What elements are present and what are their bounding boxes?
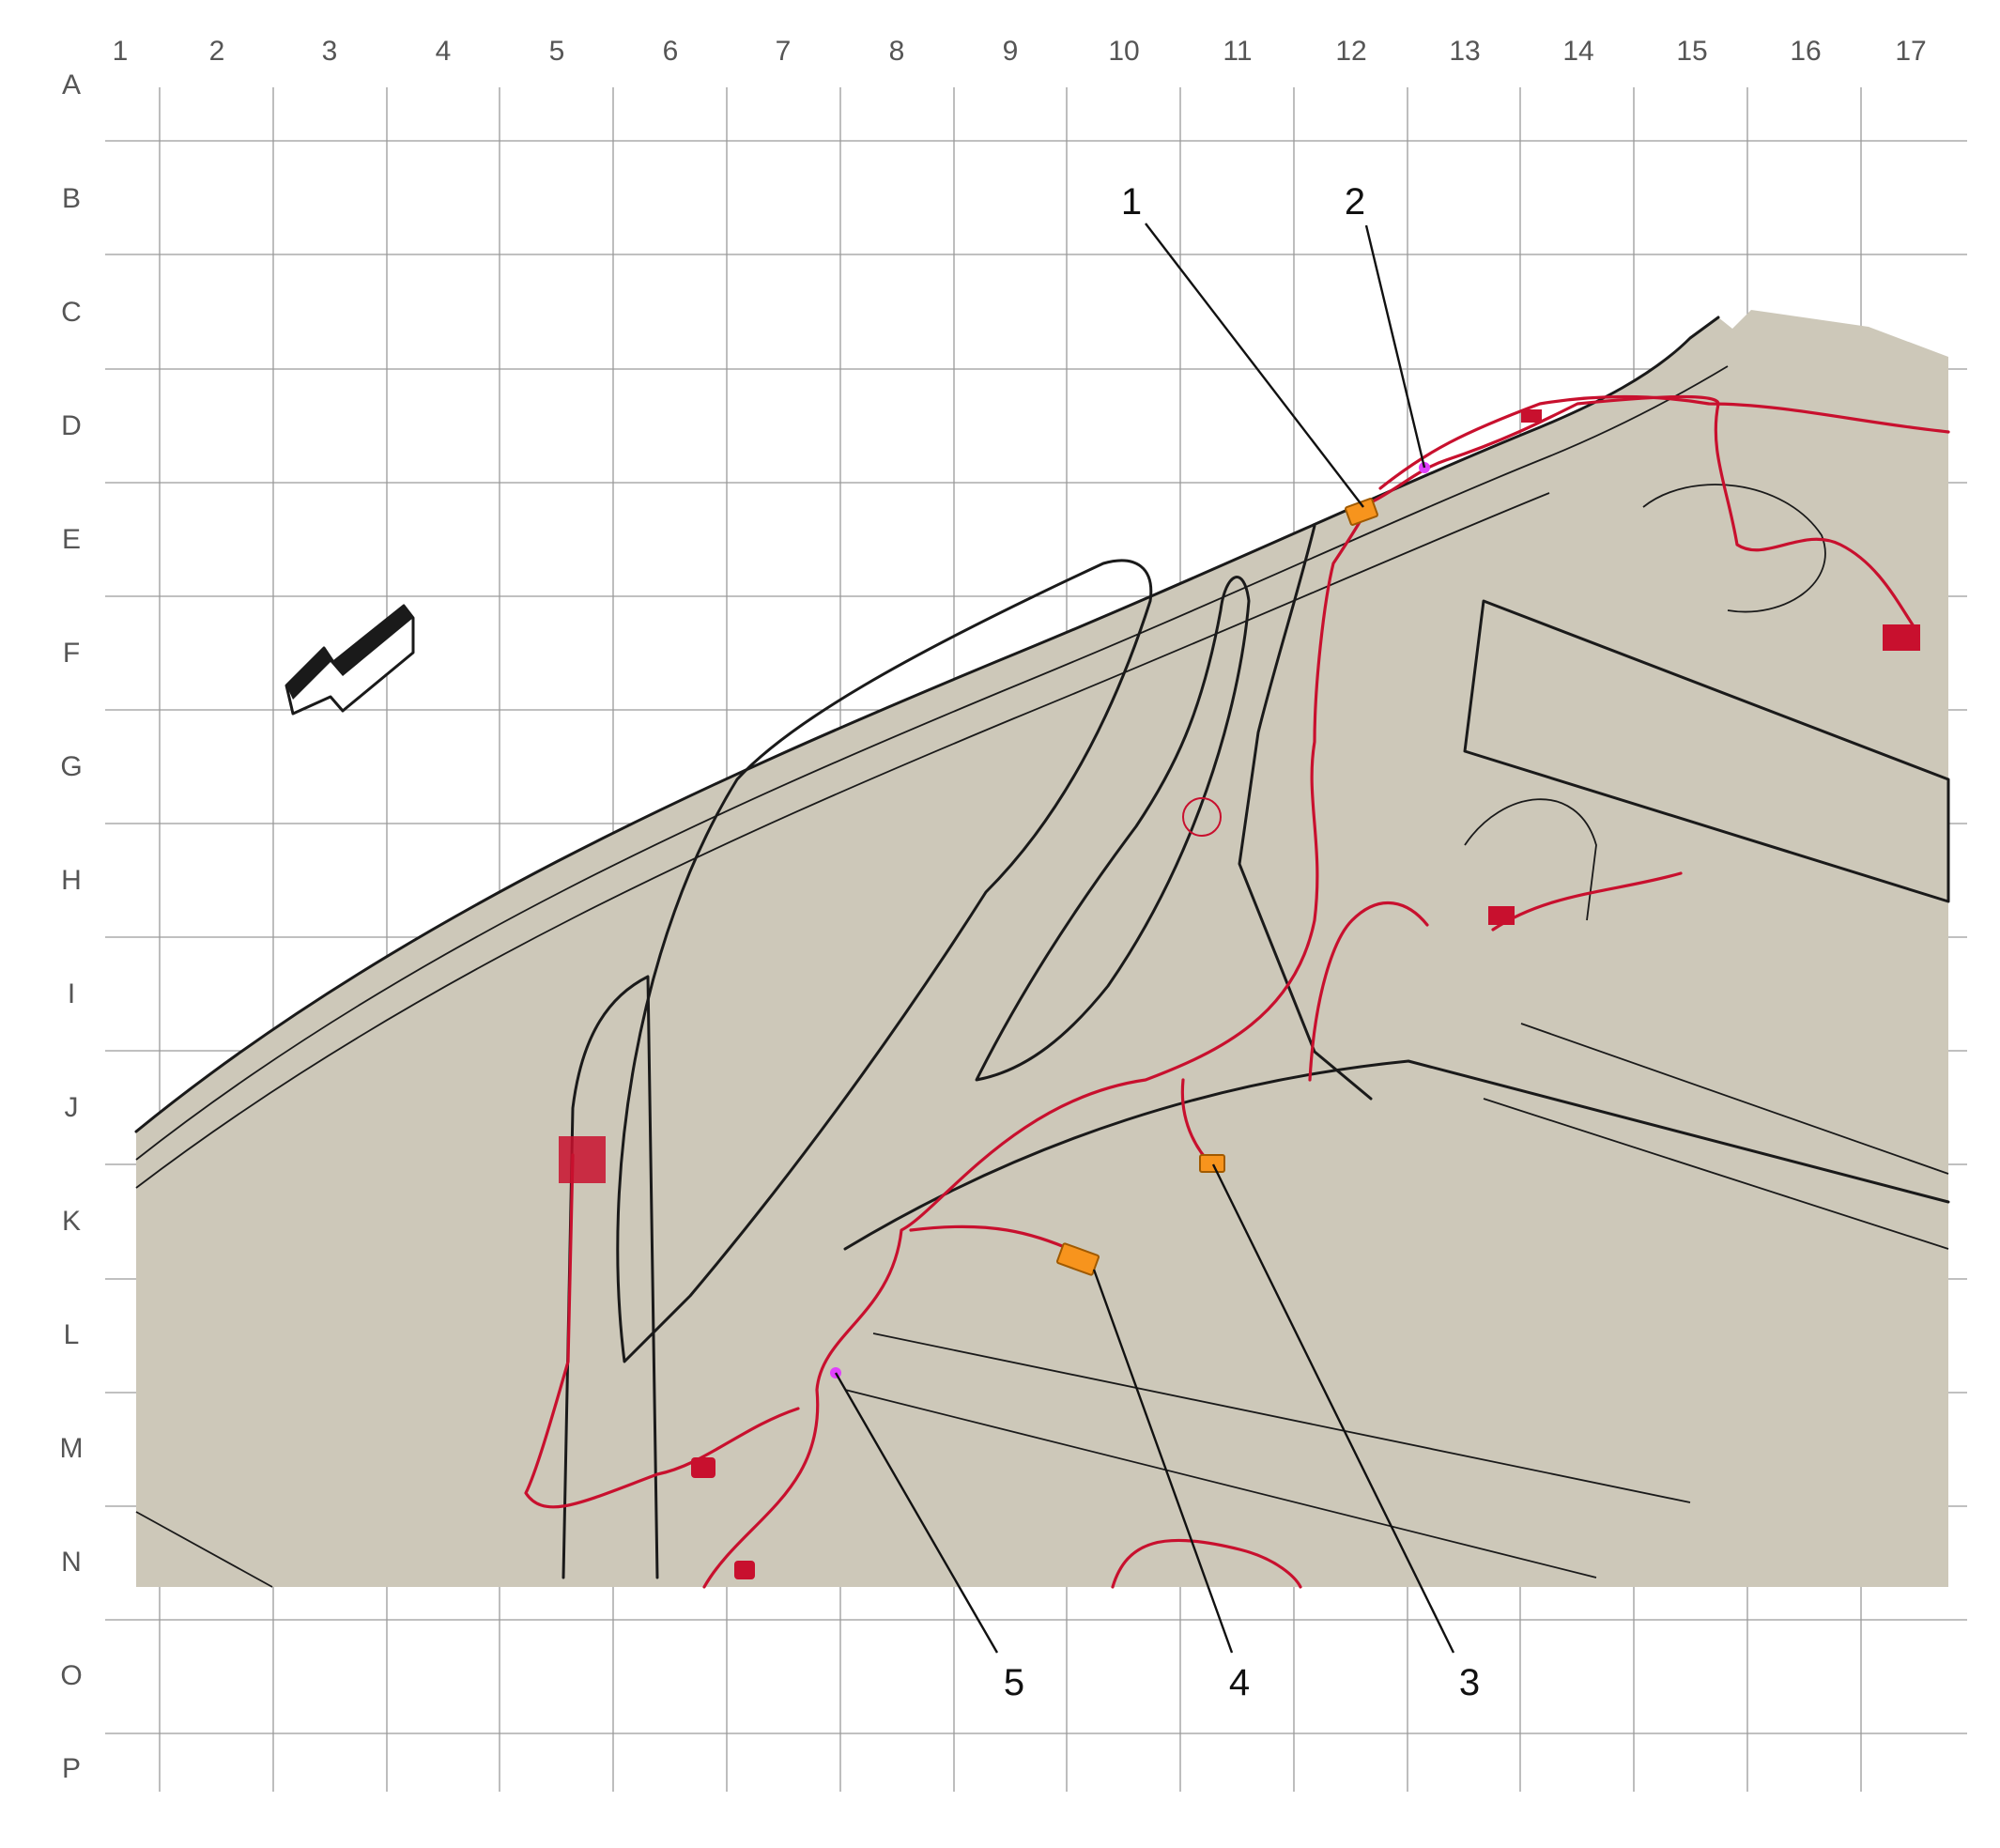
grid-column-label: 16	[1790, 36, 1821, 67]
rocker-panel	[135, 1511, 273, 1588]
grid-column-label: 11	[1223, 36, 1252, 67]
harness-pillar-drop	[1308, 901, 1429, 1082]
grid-row-label: L	[64, 1319, 80, 1350]
roof-rail-inner	[135, 365, 1729, 1161]
grid-column-label: 12	[1335, 36, 1366, 67]
inline-connector-rear	[1883, 624, 1920, 651]
grid-column-label: 15	[1676, 36, 1707, 67]
grid-row-label: N	[61, 1547, 82, 1578]
body-panel-shape	[136, 310, 1948, 1587]
floor-pan-rib-4	[1483, 1098, 1949, 1250]
callout-leader-2	[1364, 224, 1426, 469]
grid-row-label: A	[62, 69, 81, 100]
floor-pan-rib-3	[1520, 1023, 1949, 1175]
grid-column-label: 14	[1562, 36, 1593, 67]
inline-connector-crossover	[1488, 906, 1515, 925]
callout-number-1: 1	[1121, 181, 1142, 223]
connector-4	[1056, 1242, 1100, 1276]
grid-row-label: O	[60, 1660, 82, 1691]
grid-column-label: 9	[1003, 36, 1019, 67]
inline-connector-floor	[691, 1457, 715, 1478]
grid-row-label: G	[60, 751, 82, 782]
grid-column-label: 8	[889, 36, 905, 67]
callout-labels: 1 2 3 4 5	[834, 181, 1480, 1703]
grid-row-label: D	[61, 410, 82, 441]
arrow-forward-icon	[285, 604, 415, 716]
harness-roof-branch	[1378, 394, 1950, 490]
grid-column-label: 7	[776, 36, 792, 67]
b-pillar	[562, 975, 659, 1579]
harness-rear-loop	[1111, 1538, 1302, 1589]
connector-1	[1345, 498, 1378, 526]
roof-rail-edge	[134, 316, 1720, 1133]
floor-pan-rib-1	[872, 1332, 1691, 1503]
harness-main-trunk	[702, 394, 1720, 1589]
grid-row-label: J	[65, 1092, 79, 1123]
callout-leader-4	[1092, 1269, 1234, 1654]
grid-row-label: M	[60, 1433, 84, 1464]
grid-column-label: 6	[663, 36, 679, 67]
grid-column-label: 17	[1895, 36, 1926, 67]
grid-row-label: I	[68, 978, 75, 1009]
callout-number-4: 4	[1229, 1662, 1250, 1703]
connector-3	[1199, 1154, 1225, 1173]
grid-row-labels: A B C D E F G H I J K L M N O P	[60, 69, 84, 1784]
rear-door-window-opening	[616, 559, 1153, 1363]
grid-row-label: F	[63, 638, 80, 669]
harness-grommet	[1182, 797, 1223, 837]
grid-row-label: E	[62, 524, 81, 555]
grid-column-label: 10	[1108, 36, 1139, 67]
inline-connector-roof	[1521, 409, 1542, 423]
vehicle-body-illustration	[134, 310, 1950, 1588]
grid-column-label: 1	[113, 36, 129, 67]
inline-connector-lower	[734, 1561, 755, 1579]
floor-pan-rib-2	[844, 1389, 1597, 1578]
grid-row-label: H	[61, 865, 82, 896]
callout-number-2: 2	[1345, 181, 1365, 223]
floor-panel-edge	[843, 1059, 1950, 1251]
callout-number-3: 3	[1459, 1662, 1480, 1703]
grid-column-label: 13	[1449, 36, 1480, 67]
grid-column-label: 5	[549, 36, 565, 67]
callout-leader-1	[1145, 223, 1364, 508]
grid-column-label: 4	[436, 36, 452, 67]
inline-connector-b-pillar	[559, 1136, 606, 1183]
grid-column-label: 3	[322, 36, 338, 67]
harness-spare-branch	[1714, 402, 1917, 631]
grid-row-label: P	[62, 1753, 81, 1784]
grid-row-label: C	[61, 297, 82, 328]
roof-rail-inner-2	[135, 492, 1550, 1189]
harness-b-pillar-loop	[524, 1153, 800, 1509]
callout-leader-5	[834, 1372, 999, 1654]
callout-number-5: 5	[1004, 1662, 1024, 1703]
rear-cross-member	[1463, 599, 1950, 903]
rear-wheel-house	[1464, 798, 1597, 921]
spare-well	[1642, 484, 1826, 613]
grid-row-label: B	[62, 183, 81, 214]
c-pillar	[1238, 524, 1373, 1101]
grid-column-label: 2	[209, 36, 225, 67]
grid-row-label: K	[62, 1206, 81, 1237]
wiring-harness	[524, 394, 1950, 1589]
quarter-window-opening	[975, 576, 1251, 1082]
callout-leader-3	[1211, 1163, 1455, 1654]
